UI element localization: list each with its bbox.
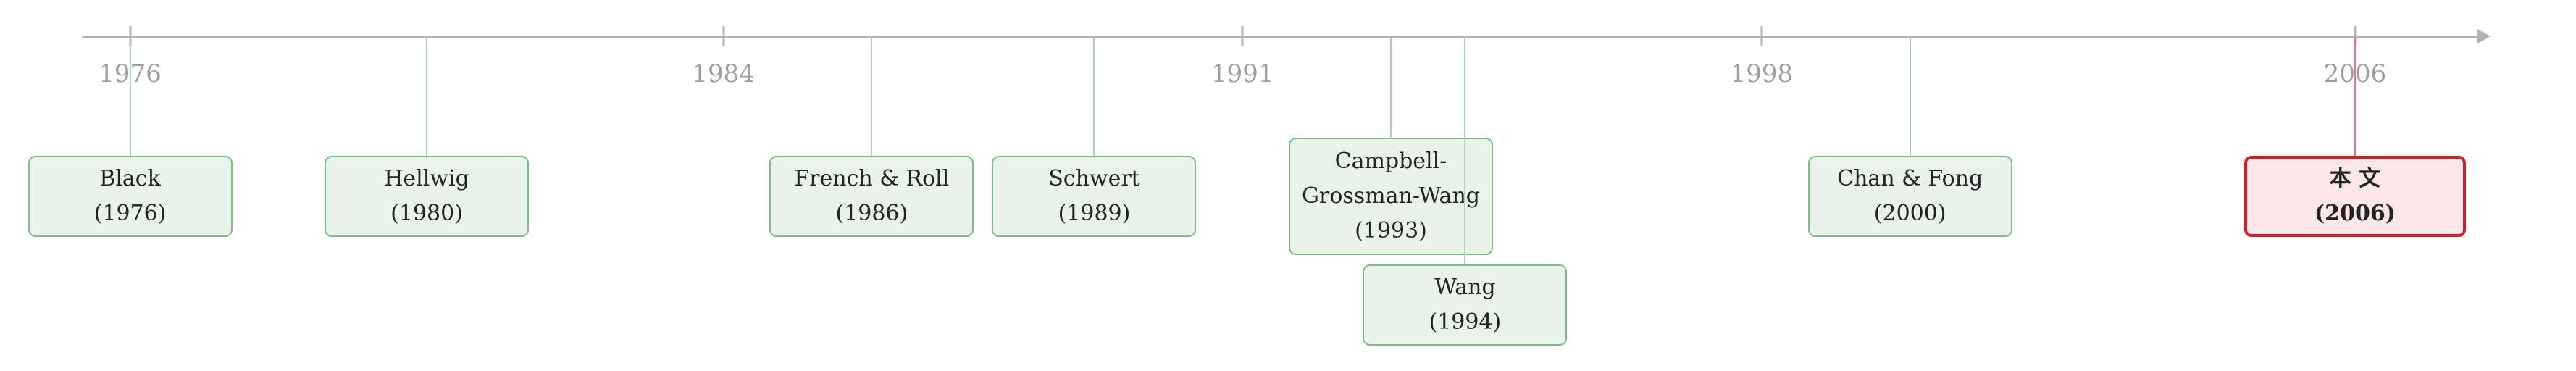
event-label: (1994)	[1429, 309, 1502, 335]
axis-tick-label: 1998	[1730, 59, 1794, 88]
event-label: (2000)	[1873, 201, 1946, 226]
event-label: Schwert	[1048, 166, 1140, 191]
event-connector	[1464, 37, 1466, 305]
event-label: (1993)	[1355, 218, 1427, 243]
event-box: French & Roll (1986)	[769, 156, 974, 237]
event-label: (1976)	[93, 201, 167, 226]
axis-tick	[1241, 26, 1244, 46]
event-label: (1980)	[390, 201, 463, 226]
axis-tick	[129, 26, 132, 46]
timeline-axis	[82, 36, 2481, 38]
event-connector	[1390, 37, 1392, 196]
event-label: (1986)	[835, 201, 908, 226]
event-label: French & Roll	[794, 166, 950, 191]
event-connector	[1909, 37, 1911, 196]
event-box: Campbell- Grossman-Wang (1993)	[1289, 138, 1493, 255]
event-label: 本 文	[2329, 166, 2381, 191]
event-connector	[1093, 37, 1095, 196]
event-box: Schwert (1989)	[992, 156, 1197, 237]
event-box: Chan & Fong (2000)	[1807, 156, 2012, 237]
axis-tick-label: 1984	[692, 59, 755, 88]
event-connector	[871, 37, 873, 196]
event-label: Hellwig	[384, 166, 469, 191]
event-label: Campbell-	[1334, 149, 1447, 174]
event-label: Wang	[1434, 275, 1496, 300]
event-box: Black (1976)	[28, 156, 233, 237]
event-label: Black	[99, 166, 161, 191]
axis-tick	[722, 26, 725, 46]
axis-tick-label: 1991	[1210, 59, 1274, 88]
event-box: Wang (1994)	[1363, 264, 1568, 346]
axis-tick	[2354, 26, 2357, 46]
event-box: Hellwig (1980)	[325, 156, 530, 237]
event-box-highlight: 本 文 (2006)	[2243, 156, 2466, 237]
event-label: Grossman-Wang	[1302, 183, 1480, 209]
event-connector	[2354, 37, 2356, 196]
event-label: (1989)	[1058, 201, 1131, 226]
axis-arrow-head-icon	[2477, 29, 2491, 43]
axis-tick	[1760, 26, 1763, 46]
event-label: Chan & Fong	[1837, 166, 1983, 191]
event-label: (2006)	[2314, 201, 2396, 226]
event-connector	[426, 37, 428, 196]
event-connector	[129, 37, 131, 196]
